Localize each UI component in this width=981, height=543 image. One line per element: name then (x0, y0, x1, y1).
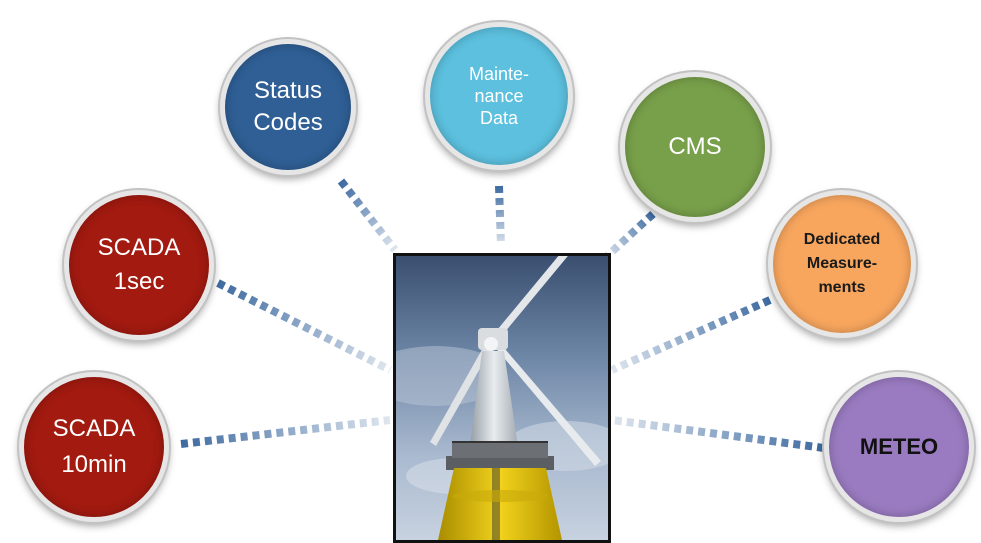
dedicated-measurements-node: Dedicated Measure- ments (768, 190, 916, 338)
wind-turbine-image (396, 256, 608, 540)
dedicated-measurements-label: Dedicated Measure- ments (803, 231, 881, 296)
scada-10min-node: SCADA 10min (19, 372, 169, 522)
meteo-node: METEO (824, 372, 974, 522)
cms-label: CMS (668, 133, 722, 160)
connector-scada-1sec (216, 279, 392, 374)
status-codes-label: Status Codes (253, 77, 323, 136)
scada-1sec-node: SCADA 1sec (64, 190, 214, 340)
connector-scada-10min (180, 416, 391, 448)
connector-maintenance (495, 185, 505, 247)
connector-cms (602, 211, 656, 261)
maintenance-data-node: Mainte- nance Data (425, 22, 573, 170)
connector-dedicated (610, 296, 772, 374)
scada-1sec-label: SCADA 1sec (97, 234, 181, 295)
maintenance-data-label: Mainte- nance Data (468, 64, 530, 128)
connector-meteo (611, 416, 825, 452)
meteo-label: METEO (859, 434, 939, 459)
scada-10min-label: SCADA 10min (52, 415, 136, 478)
wind-turbine-photo (393, 253, 611, 543)
cms-node: CMS (620, 72, 770, 222)
status-codes-node: Status Codes (220, 39, 356, 175)
connector-status-codes (337, 178, 399, 253)
